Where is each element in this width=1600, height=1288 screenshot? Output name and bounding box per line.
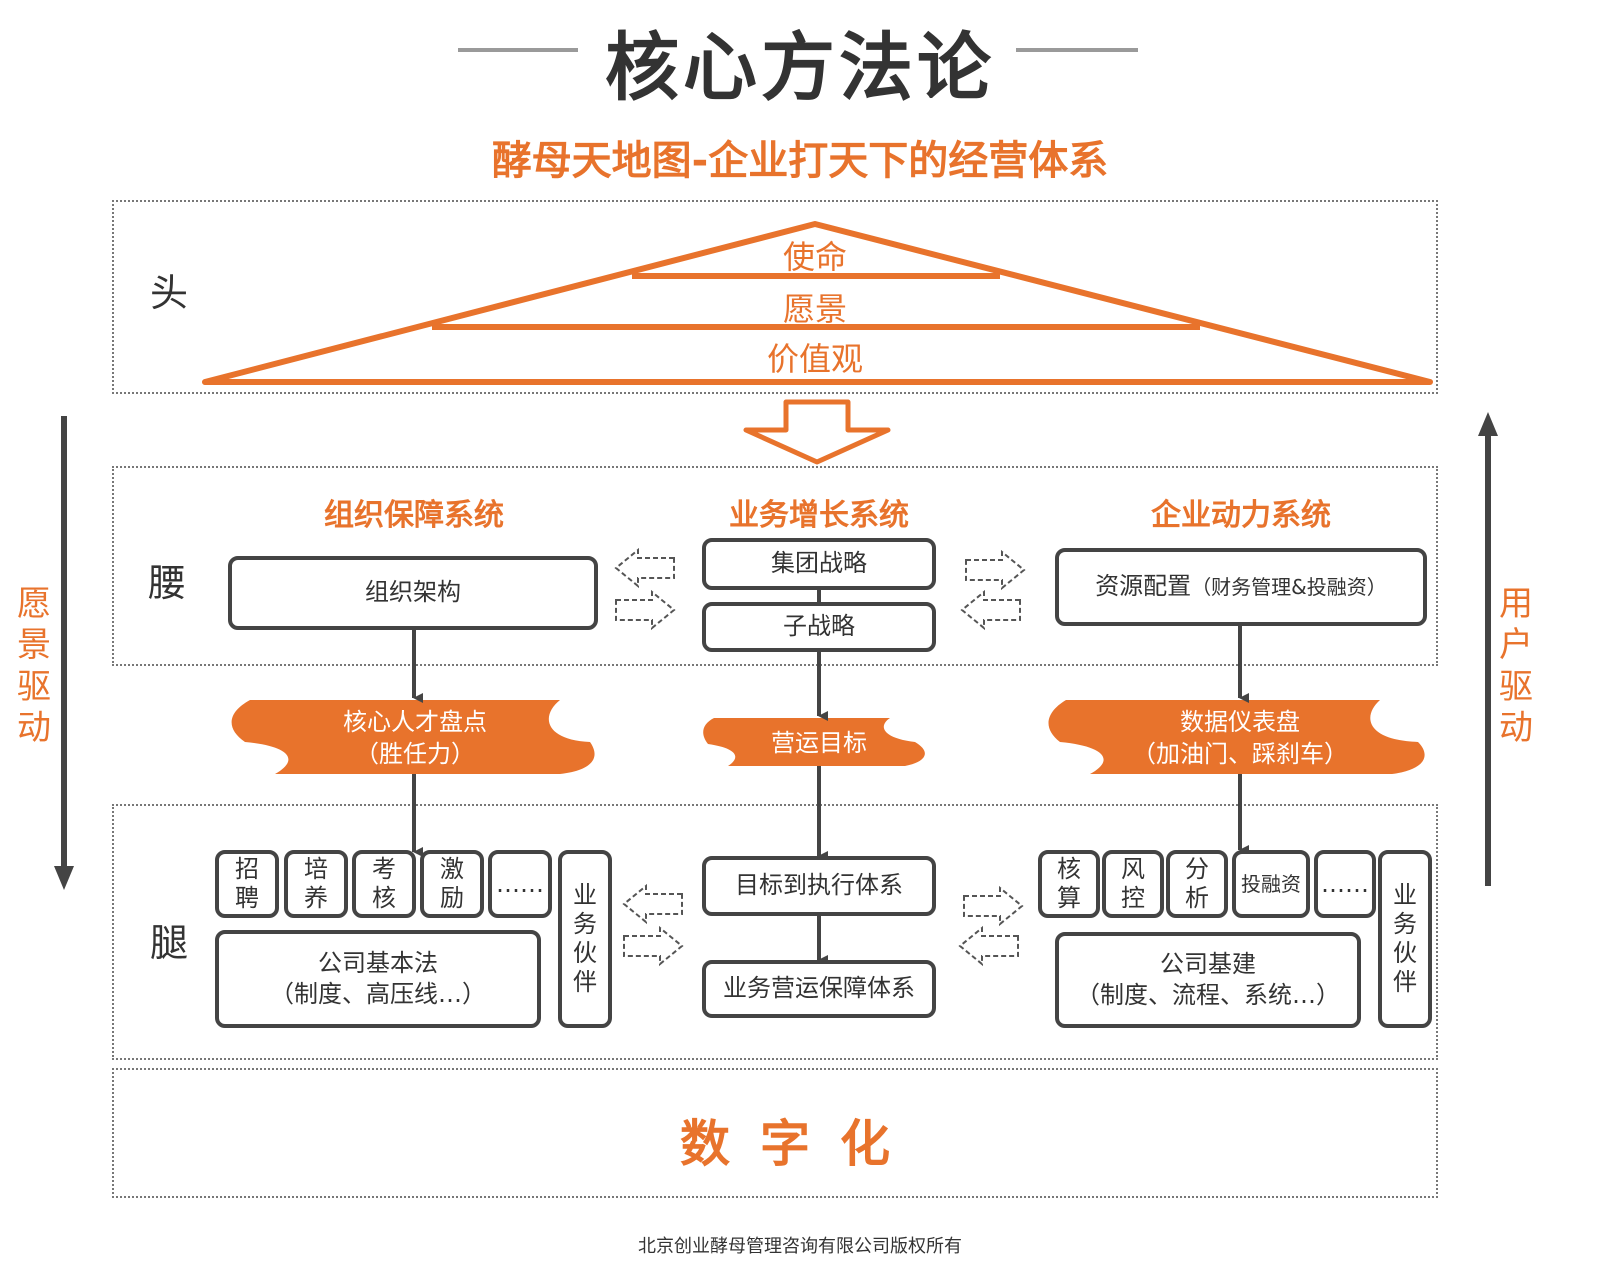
pyramid-label-values: 价值观 <box>766 340 863 378</box>
copyright-footer: 北京创业酵母管理咨询有限公司版权所有 <box>638 1236 962 1257</box>
dashed-arrow-legs-left-1 <box>622 883 683 925</box>
cloud-shape-biz <box>703 718 925 766</box>
cloud-label-dashboard: 数据仪表盘 （加油门、踩刹车） <box>1110 706 1370 771</box>
head-zone-frame <box>112 200 1438 394</box>
talent-review-label: 核心人才盘点 <box>343 708 487 736</box>
dashed-arrow-waist-right-2 <box>960 589 1021 631</box>
dashed-arrow-waist-left-1 <box>614 547 675 589</box>
company-infra-label: 公司基建 <box>1160 949 1256 978</box>
resource-allocation-box: 资源配置（财务管理&投融资） <box>1055 548 1427 626</box>
throttle-brake-label: （加油门、踩刹车） <box>1132 740 1348 769</box>
small-box-assess: 考核 <box>352 850 416 918</box>
small-box-analysis: 分析 <box>1166 850 1228 918</box>
org-partner-box: 业务伙伴 <box>558 850 612 1028</box>
dashed-arrow-legs-right-1 <box>963 885 1024 927</box>
resource-allocation-label: 资源配置 <box>1095 572 1192 601</box>
zone-label-waist: 腰 <box>148 561 187 605</box>
small-box-accounting: 核算 <box>1038 850 1100 918</box>
digital-label: 数字化 <box>680 1115 920 1173</box>
small-box-more-org: …… <box>488 850 552 918</box>
zone-label-head: 头 <box>150 271 189 315</box>
cloud-shape-power <box>1048 700 1425 774</box>
resource-allocation-sub: （财务管理&投融资） <box>1191 575 1387 599</box>
legs-zone-frame <box>112 804 1438 1060</box>
dashed-arrow-waist-left-2 <box>615 589 676 631</box>
small-box-incentive: 激励 <box>420 850 484 918</box>
dashboard-label: 数据仪表盘 <box>1180 708 1300 736</box>
small-box-risk-control: 风控 <box>1102 850 1164 918</box>
title-line-left <box>458 48 578 52</box>
biz-system-heading: 业务增长系统 <box>729 498 909 533</box>
page-subtitle: 酵母天地图-企业打天下的经营体系 <box>491 138 1109 184</box>
small-box-train: 培养 <box>284 850 348 918</box>
company-law-sub: （制度、高压线…） <box>270 980 486 1008</box>
competency-label: （胜任力） <box>355 740 475 769</box>
company-infra-box: 公司基建 （制度、流程、系统…） <box>1055 932 1361 1028</box>
company-law-box: 公司基本法 （制度、高压线…） <box>215 930 541 1028</box>
power-system-heading: 企业动力系统 <box>1151 498 1331 533</box>
goal-execution-box: 目标到执行体系 <box>702 856 936 916</box>
small-box-recruit: 招聘 <box>215 850 279 918</box>
group-strategy-box: 集团战略 <box>702 538 936 590</box>
side-label-user-driven: 用户驱动 <box>1499 584 1533 749</box>
cloud-label-operating-goal: 营运目标 <box>771 729 867 757</box>
pyramid-shape <box>202 221 1433 385</box>
power-partner-box: 业务伙伴 <box>1378 850 1432 1028</box>
digital-zone-frame <box>112 1068 1438 1198</box>
zone-label-legs: 腿 <box>150 921 189 965</box>
cloud-label-talent: 核心人才盘点 （胜任力） <box>290 706 540 771</box>
dashed-arrow-legs-left-2 <box>623 925 684 967</box>
org-structure-box: 组织架构 <box>228 556 598 630</box>
operation-support-box: 业务营运保障体系 <box>702 960 936 1018</box>
small-box-investment: 投融资 <box>1232 850 1310 918</box>
small-box-more-power: …… <box>1314 850 1376 918</box>
sub-strategy-box: 子战略 <box>702 602 936 652</box>
waist-zone-frame <box>112 466 1438 666</box>
pyramid-label-vision: 愿景 <box>782 290 847 328</box>
org-system-heading: 组织保障系统 <box>324 498 504 533</box>
company-infra-sub: （制度、流程、系统…） <box>1076 981 1340 1009</box>
pyramid-label-mission: 使命 <box>782 238 847 276</box>
title-line-right <box>1016 48 1138 52</box>
dashed-arrow-waist-right-1 <box>965 549 1026 591</box>
hollow-down-arrow <box>743 399 891 465</box>
cloud-shape-org <box>231 700 595 774</box>
page-title: 核心方法论 <box>605 25 995 111</box>
dashed-arrow-legs-right-2 <box>958 925 1019 967</box>
company-law-label: 公司基本法 <box>318 948 438 977</box>
side-label-vision-driven: 愿景驱动 <box>17 584 51 749</box>
